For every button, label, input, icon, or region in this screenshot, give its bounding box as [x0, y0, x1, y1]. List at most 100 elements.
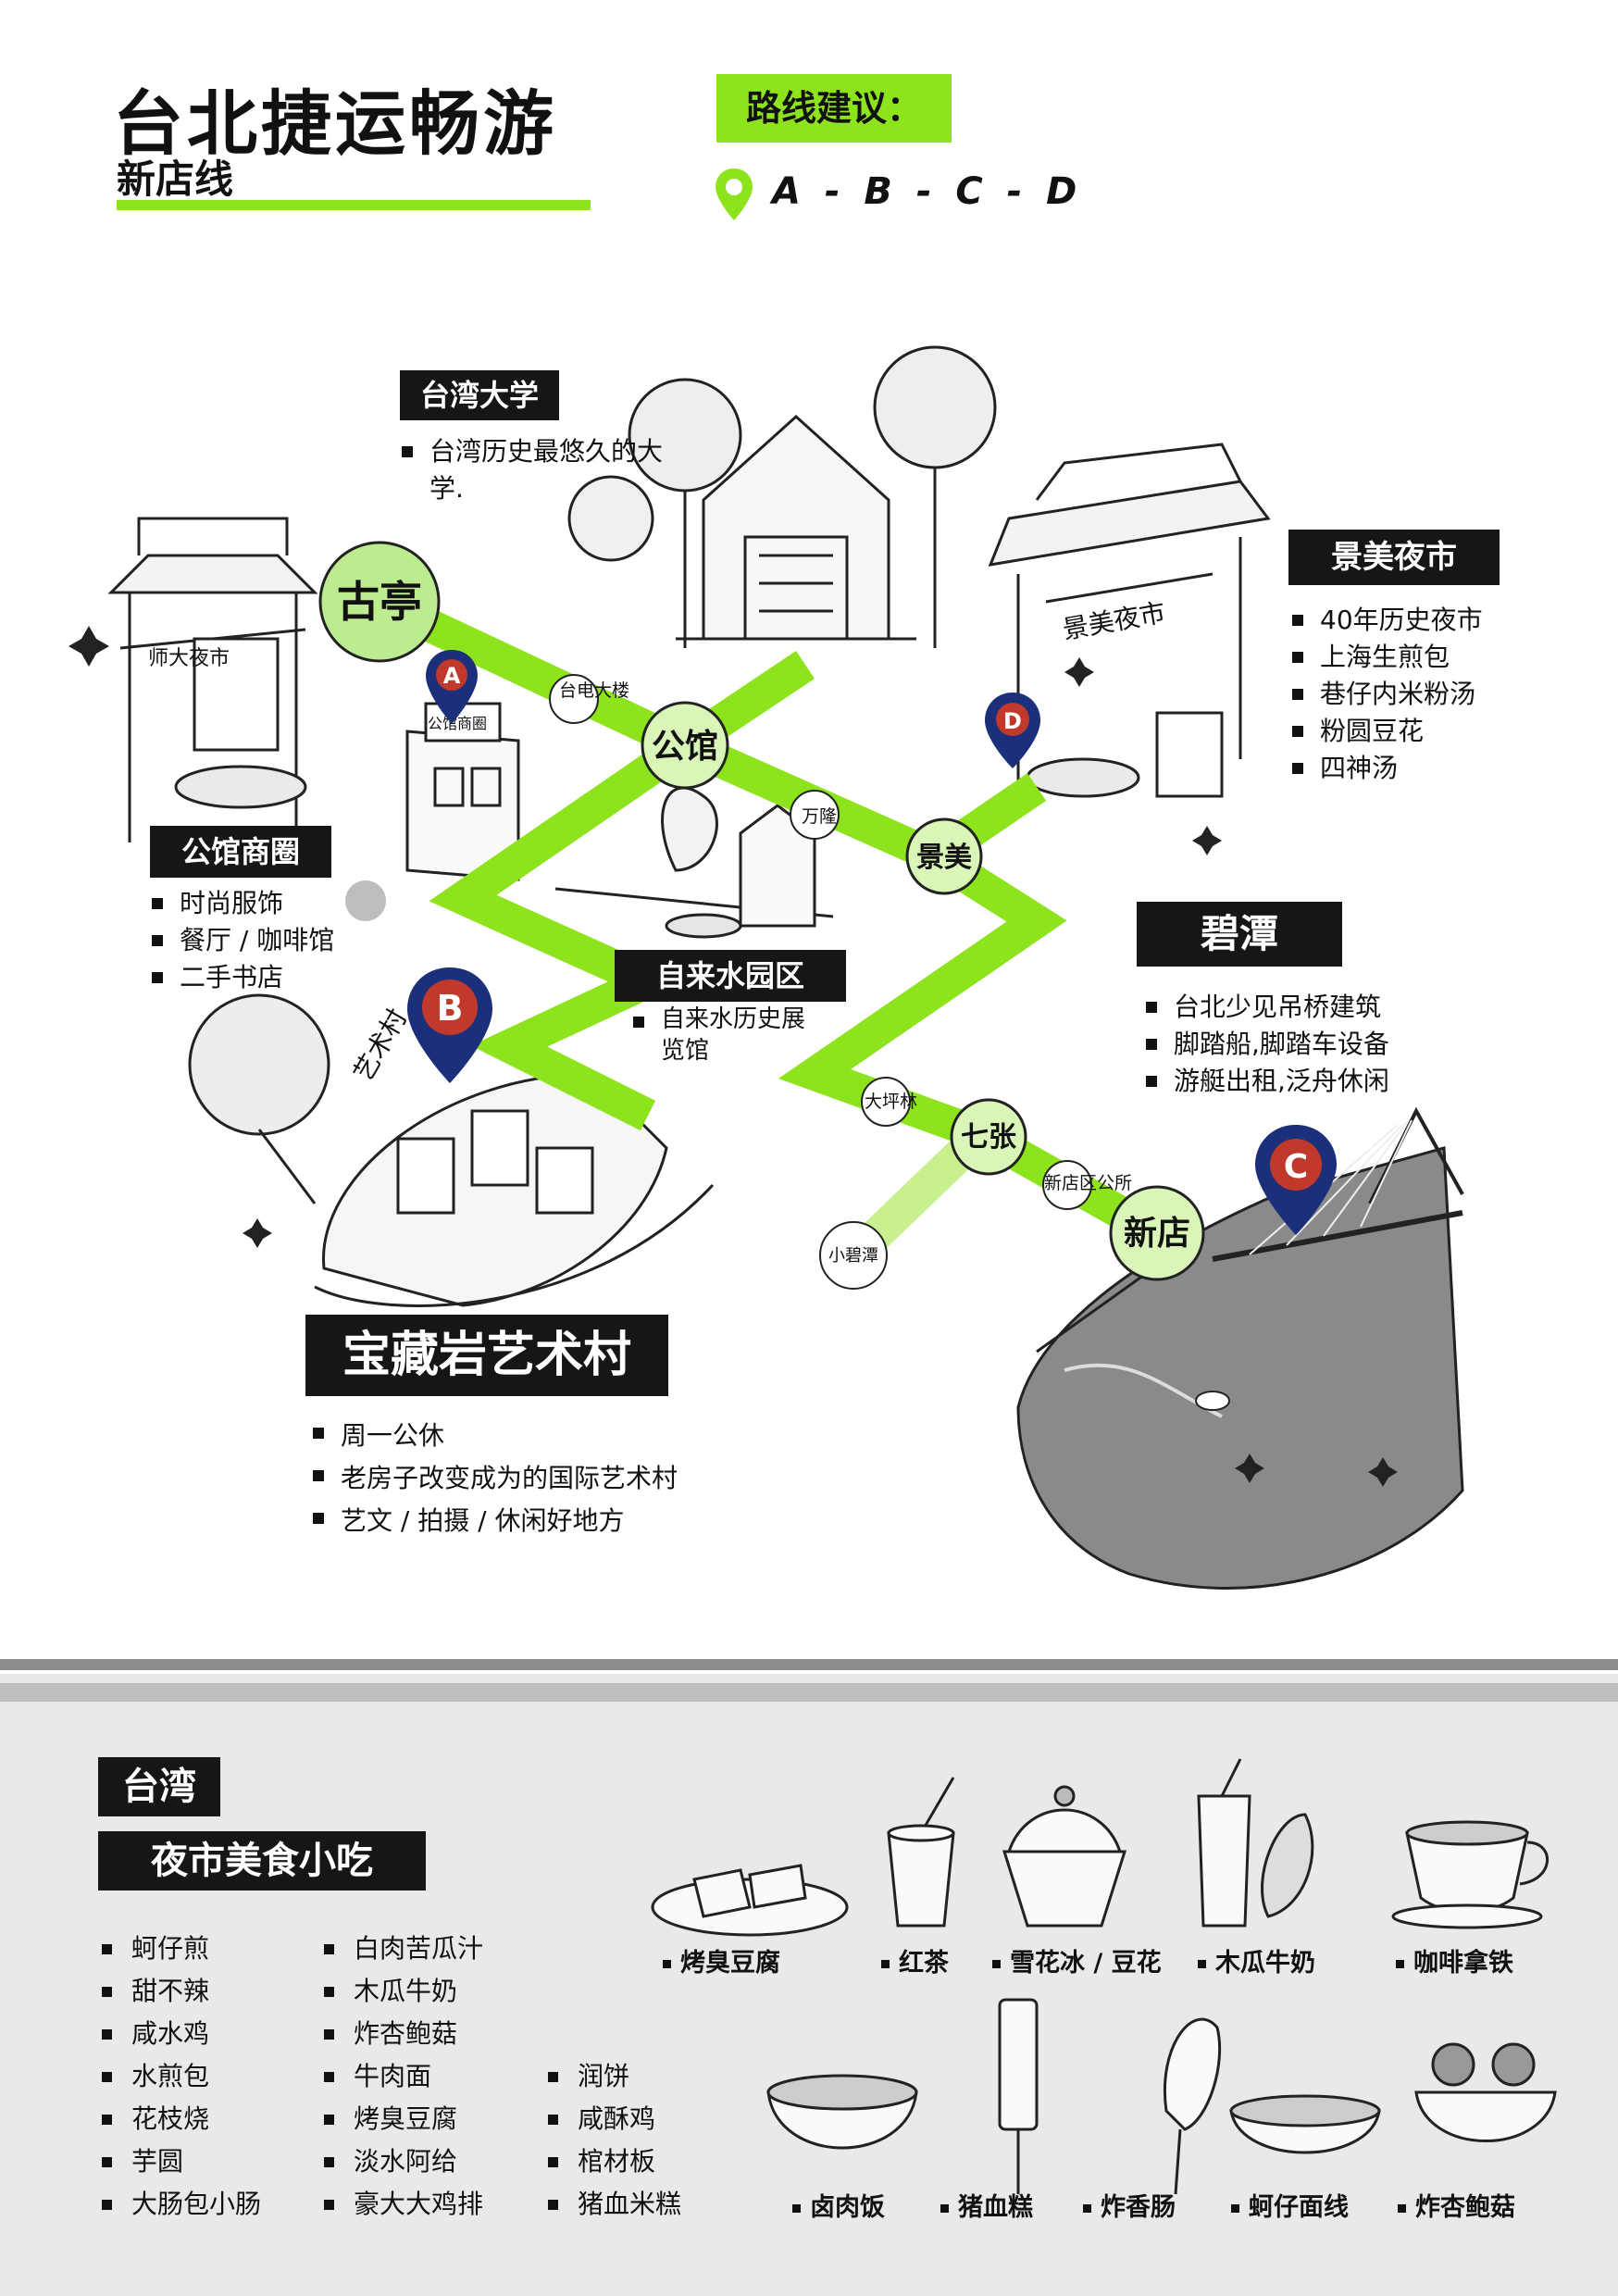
gongguan-area-item: 二手书店 [148, 959, 407, 996]
food-tag-snacks: 夜市美食小吃 [98, 1831, 426, 1890]
treasure-hill-item: 艺文 / 拍摄 / 休闲好地方 [309, 1500, 790, 1542]
illus-label: 红茶 [881, 1942, 949, 1978]
treasure-hill-item: 周一公休 [309, 1415, 790, 1457]
food-list-item: 润饼 [544, 2055, 729, 2098]
food-list-item: 牛肉面 [320, 2055, 542, 2098]
gongguan-area-title: 公馆商圈 [150, 826, 331, 878]
food-list-item: 棺材板 [544, 2140, 729, 2183]
illus-label: 雪花冰 / 豆花 [992, 1942, 1162, 1978]
food-list-col3: 润饼 咸酥鸡 棺材板 猪血米糕 [544, 2055, 729, 2226]
water-park-title: 自来水园区 [615, 950, 846, 1002]
jingmei-market-item: 40年历史夜市 [1288, 602, 1585, 639]
marker-a-label: A [443, 663, 461, 689]
gongguan-area-list: 时尚服饰 餐厅 / 咖啡馆 二手书店 [148, 885, 407, 996]
sparkle-decorations [68, 626, 1398, 1487]
latte-illustration [1391, 1820, 1550, 1929]
station-gongguan: 公馆 [652, 728, 718, 766]
marker-c-label: C [1284, 1148, 1308, 1186]
minor-station-taidian: 台电大楼 [559, 680, 629, 701]
food-illustrations [651, 1758, 1557, 2195]
water-park-list: 自来水历史展览馆 [629, 1004, 805, 1067]
jingmei-gate-sign: 景美夜市 [1060, 597, 1167, 645]
marker-c [1255, 1125, 1337, 1235]
food-list-item: 芋圆 [98, 2140, 302, 2183]
marker-d-label: D [1003, 708, 1022, 734]
jingmei-market-item: 巷仔内米粉汤 [1288, 676, 1585, 713]
food-list-col1: 蚵仔煎 甜不辣 咸水鸡 水煎包 花枝烧 芋圆 大肠包小肠 [98, 1928, 302, 2226]
jingmei-gate-sketch [988, 443, 1271, 798]
food-list-item: 咸水鸡 [98, 2013, 302, 2055]
illus-label: 烤臭豆腐 [663, 1942, 780, 1978]
food-tag-taiwan: 台湾 [98, 1757, 220, 1816]
title-underline [117, 200, 591, 210]
location-pin-icon [716, 168, 753, 220]
food-list-item: 甜不辣 [98, 1970, 302, 2013]
food-list-item: 炸杏鲍菇 [320, 2013, 542, 2055]
black-tea-illustration [887, 1777, 955, 1928]
ntu-item: 台湾历史最悠久的大学. [398, 433, 666, 507]
shaved-ice-illustration [1002, 1785, 1127, 1928]
sausage-illustration [1164, 2017, 1222, 2195]
illus-label: 炸杏鲍菇 [1398, 2187, 1515, 2223]
minor-station-dapinglin: 大坪林 [865, 1092, 917, 1112]
papaya-milk-illustration [1197, 1758, 1314, 1928]
bitan-title: 碧潭 [1137, 902, 1342, 967]
food-list-item: 花枝烧 [98, 2098, 302, 2140]
food-list-item: 烤臭豆腐 [320, 2098, 542, 2140]
food-list-item: 白肉苦瓜汁 [320, 1928, 542, 1970]
marker-a [426, 650, 478, 724]
minor-stations [549, 674, 1092, 1210]
bitan-item: 脚踏船,脚踏车设备 [1142, 1026, 1531, 1063]
route-suggestion-label: 路线建议： [716, 74, 952, 143]
food-list-col2: 白肉苦瓜汁 木瓜牛奶 炸杏鲍菇 牛肉面 烤臭豆腐 淡水阿给 豪大大鸡排 [320, 1928, 542, 2226]
treasure-hill-list: 周一公休 老房子改变成为的国际艺术村 艺文 / 拍摄 / 休闲好地方 [309, 1415, 790, 1542]
oyster-vermicelli-illustration [1229, 2094, 1381, 2154]
art-village-sign: 艺术村 [347, 1004, 413, 1086]
water-park-sketch [554, 786, 834, 939]
major-stations [318, 541, 1205, 1290]
fried-mushroom-illustration [1414, 2042, 1557, 2142]
minor-station-district-office: 新店区公所 [1044, 1173, 1132, 1193]
bitan-bridge-sketch [1016, 1106, 1464, 1590]
food-list-item: 猪血米糕 [544, 2183, 729, 2226]
bitan-list: 台北少见吊桥建筑 脚踏船,脚踏车设备 游艇出租,泛舟休闲 [1142, 989, 1531, 1100]
food-list-item: 蚵仔煎 [98, 1928, 302, 1970]
station-xindian: 新店 [1124, 1215, 1190, 1253]
jingmei-market-list: 40年历史夜市 上海生煎包 巷仔内米粉汤 粉圆豆花 四神汤 [1288, 602, 1585, 787]
illus-label: 猪血糕 [940, 2187, 1033, 2223]
bitan-item: 游艇出租,泛舟休闲 [1142, 1063, 1531, 1100]
station-jingmei: 景美 [916, 842, 972, 874]
illus-label: 蚵仔面线 [1231, 2187, 1349, 2223]
guting-market-sketch [107, 517, 318, 842]
jingmei-market-title: 景美夜市 [1288, 530, 1500, 585]
pig-blood-cake-illustration [998, 1998, 1039, 2194]
gongguan-area-item: 餐厅 / 咖啡馆 [148, 922, 407, 959]
jingmei-market-item: 上海生煎包 [1288, 639, 1585, 676]
section-divider-light [0, 1683, 1618, 1702]
marker-b-label: B [437, 988, 464, 1029]
page-subtitle: 新店线 [117, 156, 234, 202]
food-list-item: 水煎包 [98, 2055, 302, 2098]
treasure-hill-sketch [188, 993, 715, 1307]
section-divider [0, 1659, 1618, 1670]
food-list-item: 豪大大鸡排 [320, 2183, 542, 2226]
illus-label: 炸香肠 [1083, 2187, 1176, 2223]
page-title: 台北捷运畅游 [113, 82, 557, 165]
ntu-building-sketch [567, 345, 997, 648]
coffee-cup-icon [345, 880, 386, 921]
treasure-hill-title: 宝藏岩艺术村 [305, 1315, 668, 1396]
ntu-description: 台湾历史最悠久的大学. [398, 433, 666, 507]
bitan-item: 台北少见吊桥建筑 [1142, 989, 1531, 1026]
station-qizhang: 七张 [961, 1121, 1016, 1154]
shida-market-sign: 师大夜市 [148, 647, 230, 670]
gongguan-area-item: 时尚服饰 [148, 885, 407, 922]
water-park-item: 自来水历史展览馆 [629, 1004, 805, 1067]
marker-b [407, 967, 492, 1083]
food-list-item: 木瓜牛奶 [320, 1970, 542, 2013]
food-list-item: 淡水阿给 [320, 2140, 542, 2183]
braised-pork-rice-illustration [766, 2074, 918, 2150]
gongguan-shop-sign: 公馆商圈 [428, 715, 487, 732]
jingmei-market-item: 四神汤 [1288, 750, 1585, 787]
stinky-tofu-illustration [651, 1864, 849, 1937]
route-sequence: A - B - C - D [772, 170, 1083, 213]
